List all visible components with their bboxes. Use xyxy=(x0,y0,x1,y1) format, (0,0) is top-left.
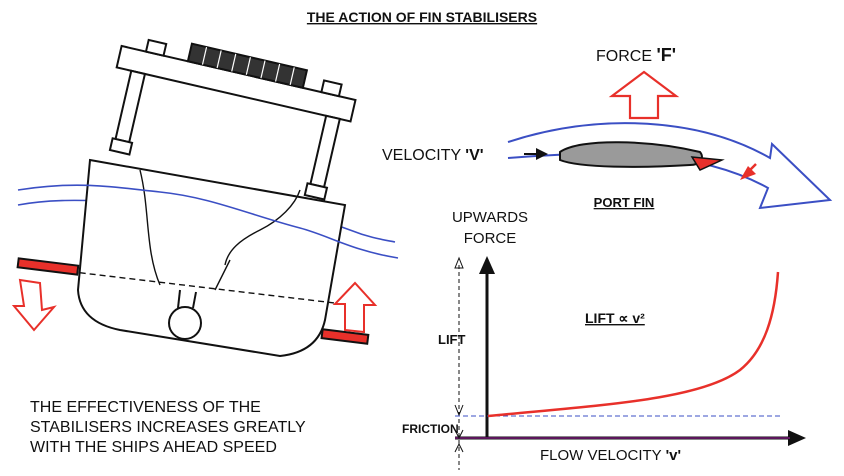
superstructure xyxy=(108,38,357,201)
force-arrow xyxy=(608,70,680,120)
velocity-arrow-icon xyxy=(536,148,548,160)
up-arrow xyxy=(332,281,378,334)
fin-left xyxy=(16,257,80,276)
friction-label: FRICTION xyxy=(402,422,459,436)
diagram-title: THE ACTION OF FIN STABILISERS xyxy=(307,9,537,25)
keel-bulb xyxy=(168,306,202,340)
y-axis-label-line2: FORCE xyxy=(464,230,517,247)
port-fin-label: PORT FIN xyxy=(594,195,655,210)
fin-flow-diagram: FORCE 'F' VELOCITY 'V' PORT FIN xyxy=(382,45,833,210)
water-line-front xyxy=(17,184,399,259)
force-label: FORCE 'F' xyxy=(596,45,676,65)
caption: THE EFFECTIVENESS OF THE STABILISERS INC… xyxy=(30,399,306,456)
lift-label: LIFT xyxy=(438,332,465,347)
velocity-label: VELOCITY 'V' xyxy=(382,147,484,164)
lift-graph: UPWARDS FORCE LIFT LIFT ∝ v² FRICTION FL… xyxy=(402,209,806,470)
fin-flap xyxy=(690,156,725,171)
x-axis-label: FLOW VELOCITY 'v' xyxy=(540,447,681,464)
down-arrow xyxy=(11,278,57,332)
fin-right xyxy=(320,328,370,345)
caption-line-2: STABILISERS INCREASES GREATLY xyxy=(30,419,306,436)
caption-line-3: WITH THE SHIPS AHEAD SPEED xyxy=(30,439,277,456)
dashed-axis xyxy=(39,267,361,307)
lift-curve xyxy=(487,271,780,418)
lift-relation: LIFT ∝ v² xyxy=(585,310,645,326)
fin-foil xyxy=(559,141,703,168)
ship-illustration xyxy=(11,38,399,358)
y-axis-label-line1: UPWARDS xyxy=(452,209,528,226)
hull xyxy=(76,158,347,358)
caption-line-1: THE EFFECTIVENESS OF THE xyxy=(30,399,261,416)
